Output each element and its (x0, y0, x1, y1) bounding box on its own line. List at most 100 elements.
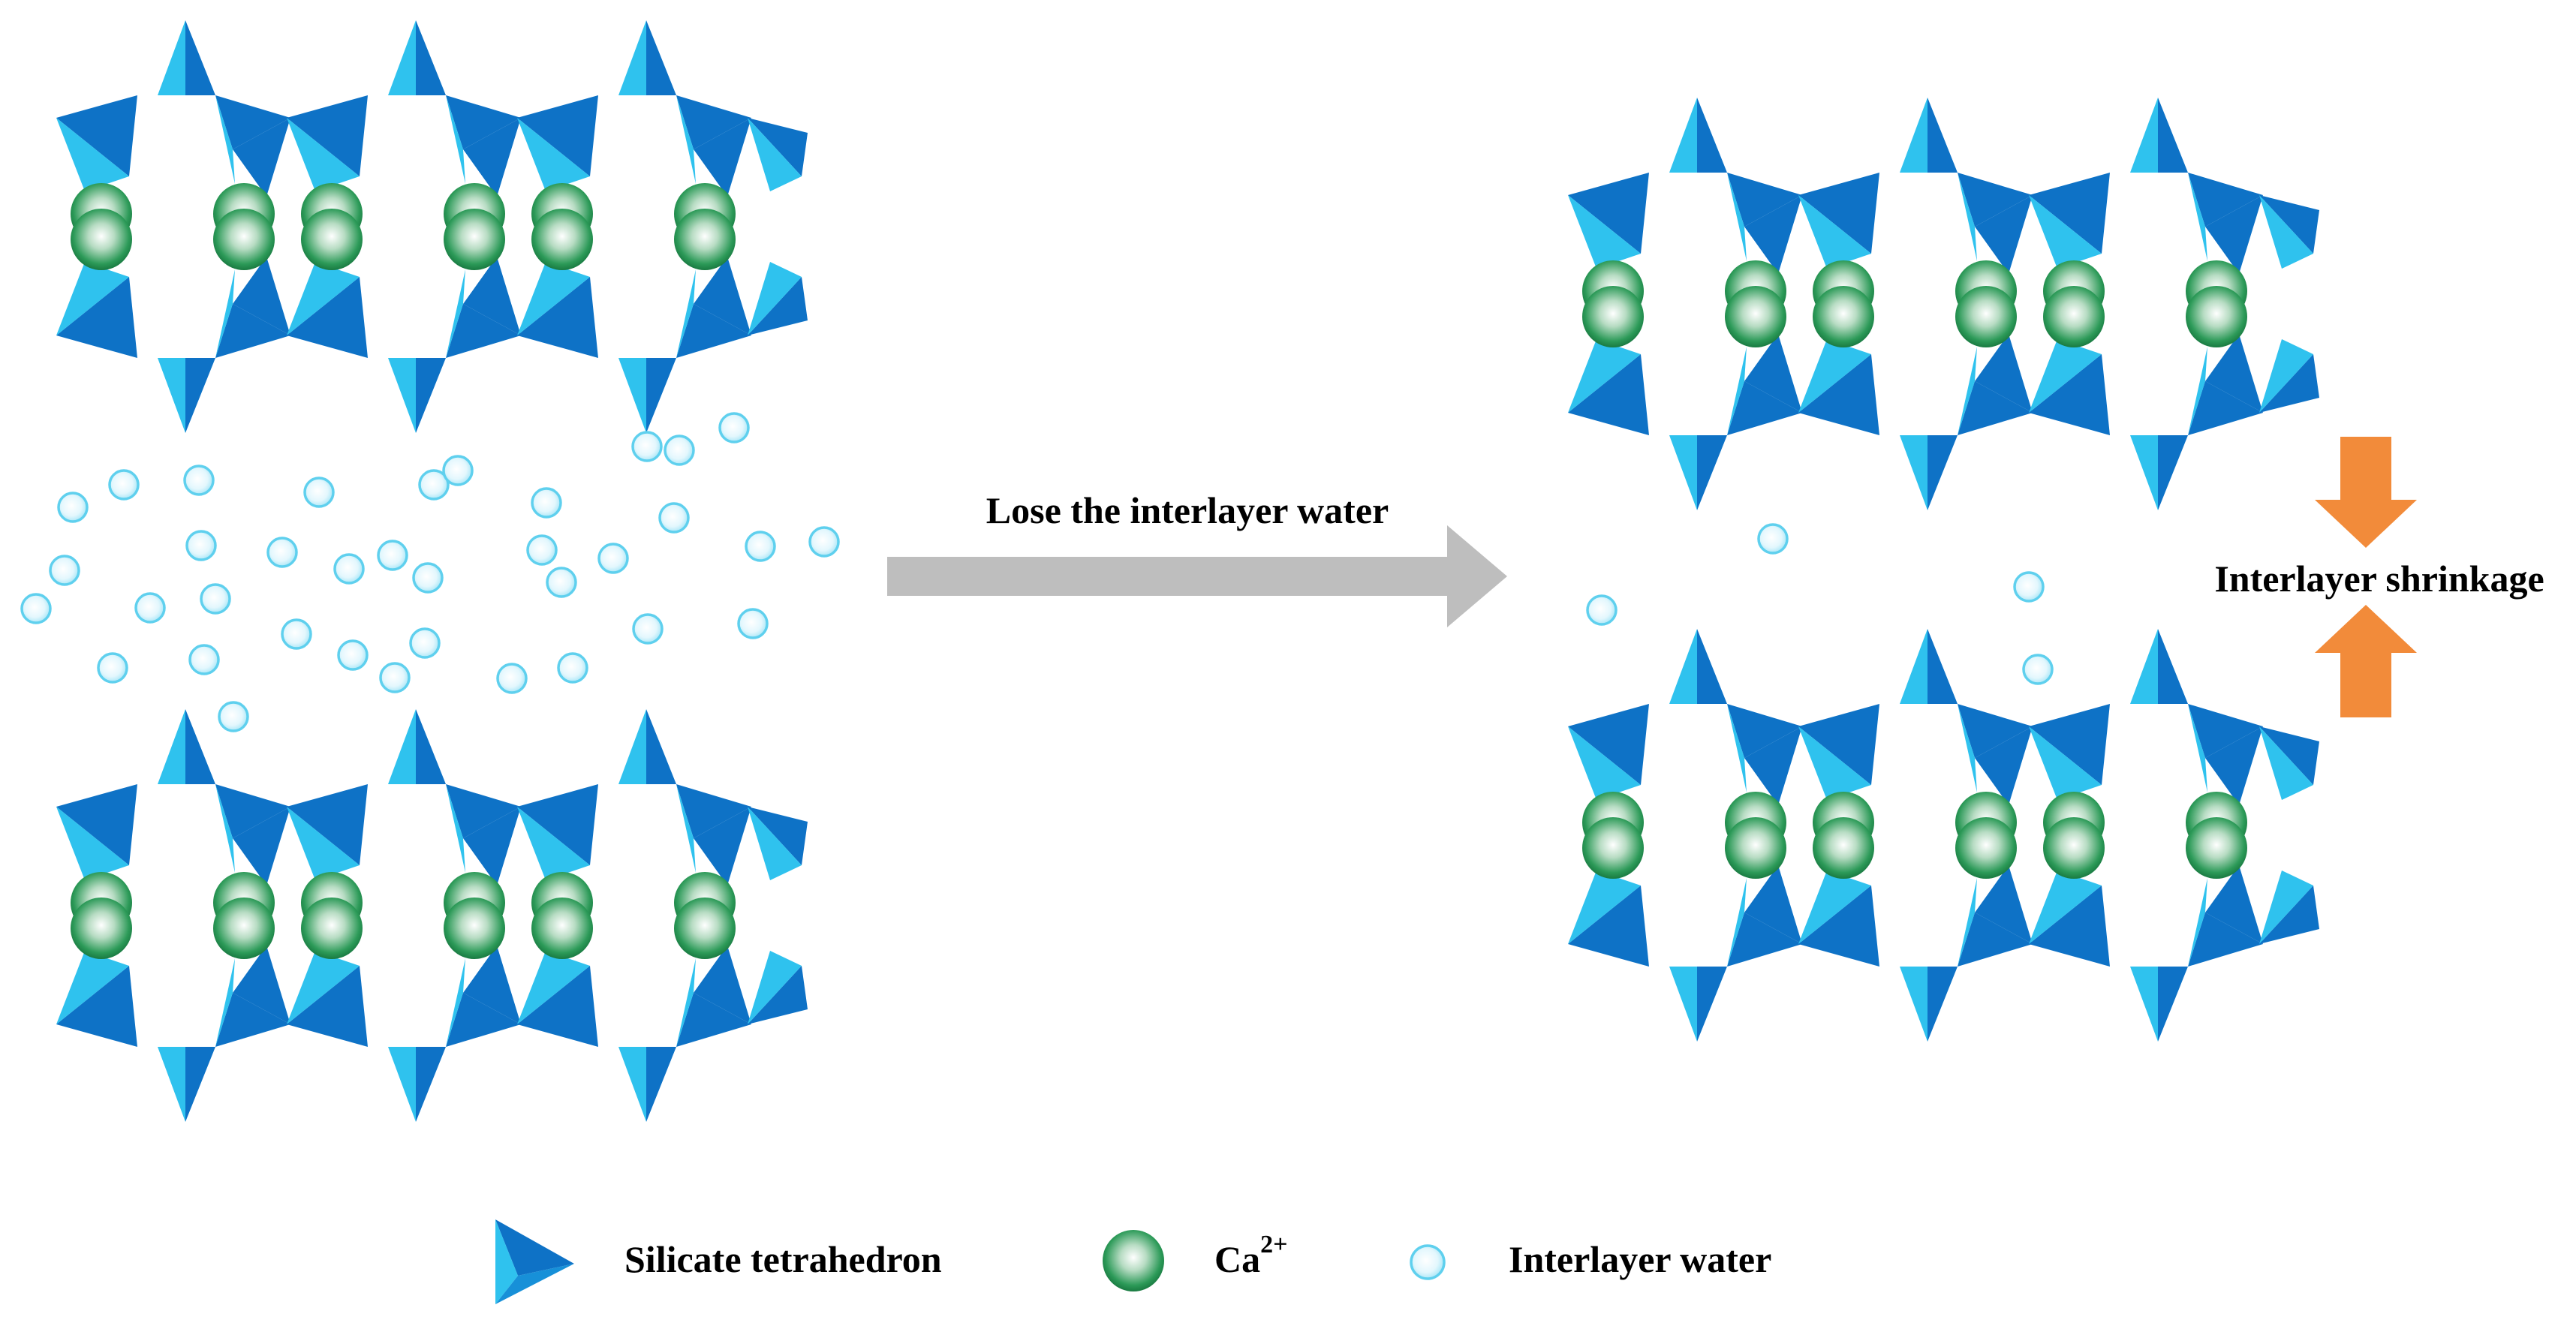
silicate-tetrahedron (158, 709, 185, 784)
water-molecule (49, 555, 80, 586)
silicate-tetrahedron-icon (495, 1219, 574, 1304)
silicate-tetrahedron (1727, 704, 1802, 758)
water-molecule (808, 526, 840, 558)
calcium-ion (1582, 817, 1644, 879)
calcium-ion (301, 898, 363, 959)
silicate-tetrahedron (56, 277, 137, 358)
silicate-tetrahedron (1727, 381, 1802, 435)
silicate-tetrahedron (618, 709, 646, 784)
silicate-tetrahedron (2158, 435, 2188, 510)
silicate-tetrahedron (2029, 726, 2102, 800)
calcium-ion (1725, 286, 1786, 347)
water-molecule (57, 492, 89, 523)
water-molecule (337, 639, 369, 671)
silicate-tetrahedron (2188, 913, 2263, 967)
water-molecule (557, 652, 588, 684)
silicate-tetrahedron (1669, 629, 1697, 704)
silicate-tetrahedron (2259, 195, 2319, 254)
silicate-tetrahedron (517, 118, 590, 191)
water-molecule (409, 627, 441, 659)
silicate-tetrahedron (2259, 354, 2319, 413)
water-molecule (2022, 654, 2054, 685)
legend: Silicate tetrahedron Ca2+ Interlayer wat… (495, 1219, 1771, 1304)
silicate-tetrahedron (1927, 629, 1958, 704)
silicate-tetrahedron (2158, 967, 2188, 1042)
silicate-tetrahedron (1958, 704, 1977, 792)
silicate-tetrahedron (2029, 885, 2110, 967)
silicate-tetrahedron (287, 95, 368, 176)
calcium-ion (2043, 817, 2105, 879)
calcium-ion (2043, 286, 2105, 347)
shrink-arrow-up-icon (2315, 605, 2417, 717)
silicate-tetrahedron (748, 807, 808, 865)
water-molecule (546, 567, 577, 598)
silicate-tetrahedron (1958, 347, 1977, 435)
silicate-tetrahedron (2259, 885, 2319, 944)
silicate-tetrahedron (287, 784, 368, 865)
silicate-tetrahedron (185, 1047, 215, 1122)
water-molecule (108, 469, 140, 501)
water-molecule (20, 593, 52, 624)
silicate-tetrahedron (1568, 339, 1641, 413)
silicate-tetrahedron (1697, 98, 1727, 173)
silicate-tetrahedron (2130, 98, 2158, 173)
calcium-ion (213, 898, 275, 959)
silicate-tetrahedron (748, 966, 808, 1024)
water-molecule (185, 530, 217, 561)
silicate-tetrahedron (233, 118, 290, 197)
shrink-arrow-down-icon (2315, 437, 2417, 548)
silicate-tetrahedron (287, 277, 368, 358)
silicate-tetrahedron (56, 118, 129, 191)
silicate-tetrahedron (1568, 195, 1641, 269)
silicate-tetrahedron (1975, 195, 2033, 274)
right-interlayer-water (1586, 523, 2054, 685)
water-molecule (188, 644, 220, 675)
silicate-tetrahedron (1568, 173, 1649, 254)
silicate-tetrahedron (1669, 967, 1697, 1042)
silicate-tetrahedron (56, 262, 129, 335)
silicate-tetrahedron (1697, 967, 1727, 1042)
silicate-tetrahedron (618, 20, 646, 95)
silicate-tetrahedron (694, 257, 751, 335)
water-molecule (379, 662, 411, 693)
water-molecule (442, 455, 474, 486)
silicate-tetrahedron (1975, 726, 2033, 805)
silicate-tetrahedron (287, 262, 360, 335)
silicate-tetrahedron (158, 20, 185, 95)
silicate-tetrahedron (646, 1047, 676, 1122)
silicate-tetrahedron (676, 95, 696, 184)
silicate-tetrahedron (517, 277, 598, 358)
silicate-tetrahedron (694, 118, 751, 197)
silicate-tetrahedron (1927, 967, 1958, 1042)
calcium-ion (444, 209, 505, 270)
silicate-tetrahedron (1798, 354, 1879, 435)
silicate-tetrahedron (1697, 435, 1727, 510)
water-molecule (597, 543, 629, 574)
silicate-tetrahedron (676, 304, 751, 358)
silicate-tetrahedron (1798, 870, 1871, 944)
silicate-tetrahedron (694, 807, 751, 885)
water-molecule (526, 534, 558, 566)
silicate-tetrahedron (1900, 435, 1927, 510)
silicate-tetrahedron (748, 277, 808, 335)
silicate-tetrahedron (388, 1047, 416, 1122)
silicate-tetrahedron (1927, 98, 1958, 173)
water-molecule (745, 531, 776, 562)
silicate-tetrahedron (416, 20, 446, 95)
shrink-arrows-icon (2315, 437, 2417, 717)
right-upper-silicate-layer (1568, 98, 2319, 510)
silicate-tetrahedron (2130, 967, 2158, 1042)
silicate-tetrahedron (517, 784, 598, 865)
calcium-ion-icon (1103, 1230, 1164, 1291)
silicate-tetrahedron (1669, 435, 1697, 510)
silicate-tetrahedron (748, 118, 808, 176)
silicate-tetrahedron (416, 709, 446, 784)
silicate-tetrahedron (748, 118, 802, 191)
silicate-tetrahedron (446, 784, 521, 838)
silicate-tetrahedron (215, 993, 290, 1047)
silicate-tetrahedron (215, 304, 290, 358)
left-upper-silicate-layer (56, 20, 808, 433)
silicate-tetrahedron (748, 262, 802, 335)
silicate-tetrahedron (2188, 381, 2263, 435)
silicate-tetrahedron (287, 807, 360, 880)
